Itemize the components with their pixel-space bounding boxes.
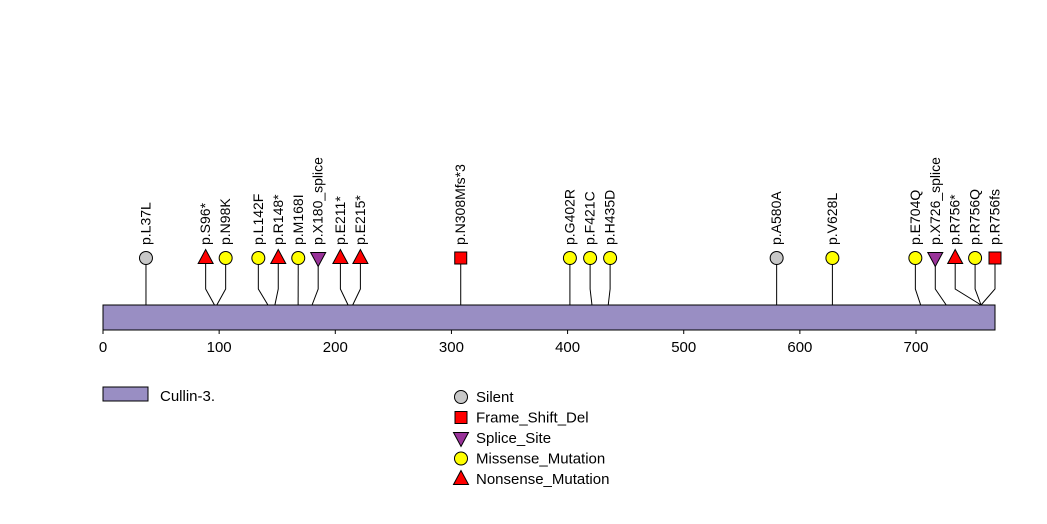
- legend-domain-swatch: [102, 386, 149, 402]
- legend-marker-nonsense_mutation: [452, 469, 470, 485]
- legend-marker-splice_site: [452, 432, 470, 448]
- mutation-marker: [825, 251, 840, 265]
- legend-item-label: Frame_Shift_Del: [476, 410, 589, 427]
- mutation-connector: [216, 258, 227, 306]
- mutation-connector: [934, 258, 947, 306]
- mutation-label: p.L142F: [250, 194, 266, 245]
- mutation-connector: [589, 258, 593, 306]
- legend-marker-frame_shift_del: [454, 411, 468, 424]
- axis-tick-label: 700: [904, 339, 929, 356]
- mutation-marker: [603, 251, 618, 265]
- mutation-label: p.X726_splice: [927, 157, 943, 245]
- mutation-label: p.H435D: [602, 190, 618, 245]
- axis-tick-label: 200: [323, 339, 348, 356]
- mutation-label: p.M168I: [290, 194, 306, 245]
- mutation-label: p.N98K: [217, 198, 233, 245]
- mutation-label: p.V628L: [824, 193, 840, 245]
- mutation-label: p.L37L: [137, 202, 153, 245]
- mutation-label: p.E211*: [332, 196, 348, 245]
- mutation-marker: [988, 251, 1002, 265]
- mutation-marker: [269, 248, 287, 264]
- mutation-label: p.S96*: [197, 202, 213, 245]
- mutation-label: p.E704Q: [907, 190, 923, 245]
- mutation-label: p.X180_splice: [310, 157, 326, 245]
- mutation-marker: [291, 251, 306, 265]
- legend-marker-missense_mutation: [454, 451, 468, 466]
- mutation-label: p.R756Q: [967, 189, 983, 245]
- mutation-marker: [352, 248, 369, 264]
- mutation-label: p.A580A: [768, 191, 784, 245]
- mutation-label: p.G402R: [561, 189, 577, 245]
- mutation-connector: [205, 258, 215, 306]
- mutation-connector: [311, 258, 319, 306]
- legend-item-label: Silent: [476, 389, 514, 406]
- axis-tick-label: 400: [555, 339, 580, 356]
- legend-domain-label: Cullin-3.: [160, 388, 215, 405]
- mutation-connector: [914, 258, 922, 306]
- mutation-connector: [954, 258, 982, 306]
- axis-tick-label: 0: [99, 339, 107, 356]
- mutation-label: p.F421C: [582, 191, 598, 245]
- mutation-marker: [562, 251, 577, 265]
- axis-tick-label: 300: [439, 339, 464, 356]
- mutation-marker: [968, 251, 983, 265]
- legend-item-label: Splice_Site: [476, 430, 551, 447]
- mutation-connector: [352, 258, 361, 306]
- axis-tick-label: 600: [787, 339, 812, 356]
- mutation-connector: [974, 258, 982, 306]
- legend-item-label: Nonsense_Mutation: [476, 471, 609, 488]
- mutation-label: p.R148*: [270, 194, 286, 245]
- mutation-connector: [980, 258, 996, 306]
- mutation-marker: [218, 251, 233, 265]
- mutation-marker: [946, 248, 964, 264]
- mutation-label: p.N308Mfs*3: [452, 164, 468, 245]
- mutation-connector: [339, 258, 349, 306]
- mutation-connector: [257, 258, 269, 306]
- axis-tick-label: 100: [207, 339, 232, 356]
- mutation-marker: [583, 251, 598, 265]
- mutation-marker: [251, 251, 266, 265]
- mutation-label: p.R756*: [947, 194, 963, 245]
- mutation-marker: [769, 251, 784, 265]
- mutation-marker: [926, 252, 944, 268]
- mutation-marker: [454, 251, 468, 265]
- mutation-connector: [274, 258, 279, 306]
- protein-domain-bar: [102, 304, 996, 331]
- axis-tick-label: 500: [671, 339, 696, 356]
- legend-item-label: Missense_Mutation: [476, 451, 605, 468]
- mutation-label: p.E215*: [352, 195, 368, 245]
- mutation-marker: [138, 251, 153, 265]
- mutation-marker: [197, 248, 214, 264]
- mutation-marker: [309, 252, 327, 268]
- legend-marker-silent: [454, 390, 468, 404]
- mutation-connector: [607, 258, 611, 306]
- mutation-marker: [908, 251, 923, 265]
- mutation-label: p.R756fs: [987, 189, 1003, 245]
- mutation-marker: [332, 248, 349, 264]
